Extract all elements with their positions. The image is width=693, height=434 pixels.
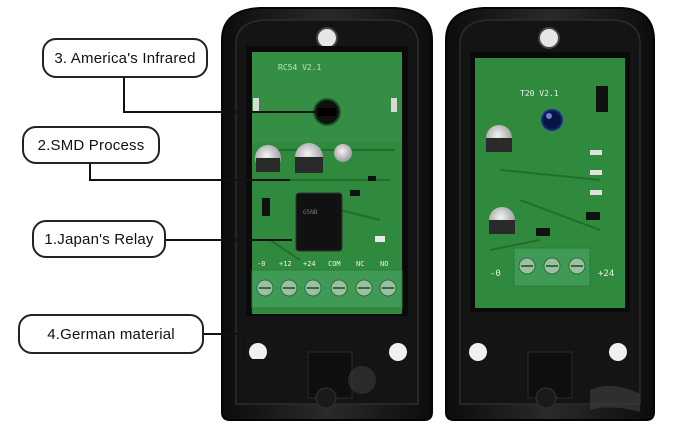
mount-hole-icon: [249, 343, 267, 361]
terminal-label-0: -0: [257, 260, 265, 268]
callout-relay: 1.Japan's Relay: [32, 220, 166, 258]
mount-hole-icon: [538, 27, 560, 49]
callout-material-text: 4.German material: [47, 325, 175, 343]
callout-infrared-text: 3. America's Infrared: [54, 49, 196, 67]
capacitor: [295, 143, 323, 173]
callout-infrared: 3. America's Infrared: [42, 38, 208, 78]
capacitor: [486, 125, 512, 152]
callout-smd-process-text: 2.SMD Process: [37, 136, 145, 154]
left-pcb: RC54 V2.1 G5NB: [251, 52, 403, 314]
terminal-screws: [256, 279, 397, 297]
mount-hole-icon: [389, 343, 407, 361]
terminal-label-24: +24: [303, 260, 316, 268]
right-pcb: T20 V2.1 -0 +24: [475, 58, 625, 308]
terminal-label-nc: NC: [356, 260, 364, 268]
left-pcb-model-label: RC54 V2.1: [278, 63, 322, 72]
callout-smd-process: 2.SMD Process: [22, 126, 160, 164]
callout-relay-text: 1.Japan's Relay: [44, 230, 154, 248]
capacitor: [489, 207, 515, 234]
terminal-screws: [518, 257, 586, 275]
relay: [295, 192, 343, 252]
right-connector: [527, 351, 640, 412]
terminal-label-no: NO: [380, 260, 388, 268]
terminal-label-12: +12: [279, 260, 292, 268]
terminal-label-right-24: +24: [598, 269, 614, 279]
capacitor: [334, 144, 352, 162]
terminal-label-com: COM: [328, 260, 341, 268]
svg-text:G5NB: G5NB: [303, 209, 318, 216]
mount-hole-icon: [469, 343, 487, 361]
capacitor: [255, 145, 281, 172]
terminal-label-right-0: -0: [490, 269, 501, 279]
mount-hole-icon: [609, 343, 627, 361]
leader-lines: [89, 78, 318, 361]
ir-emitter: [541, 109, 563, 131]
right-pcb-model-label: T20 V2.1: [520, 89, 559, 98]
mount-hole-icon: [316, 27, 338, 49]
left-connector: [307, 351, 376, 409]
callout-material: 4.German material: [18, 314, 204, 354]
